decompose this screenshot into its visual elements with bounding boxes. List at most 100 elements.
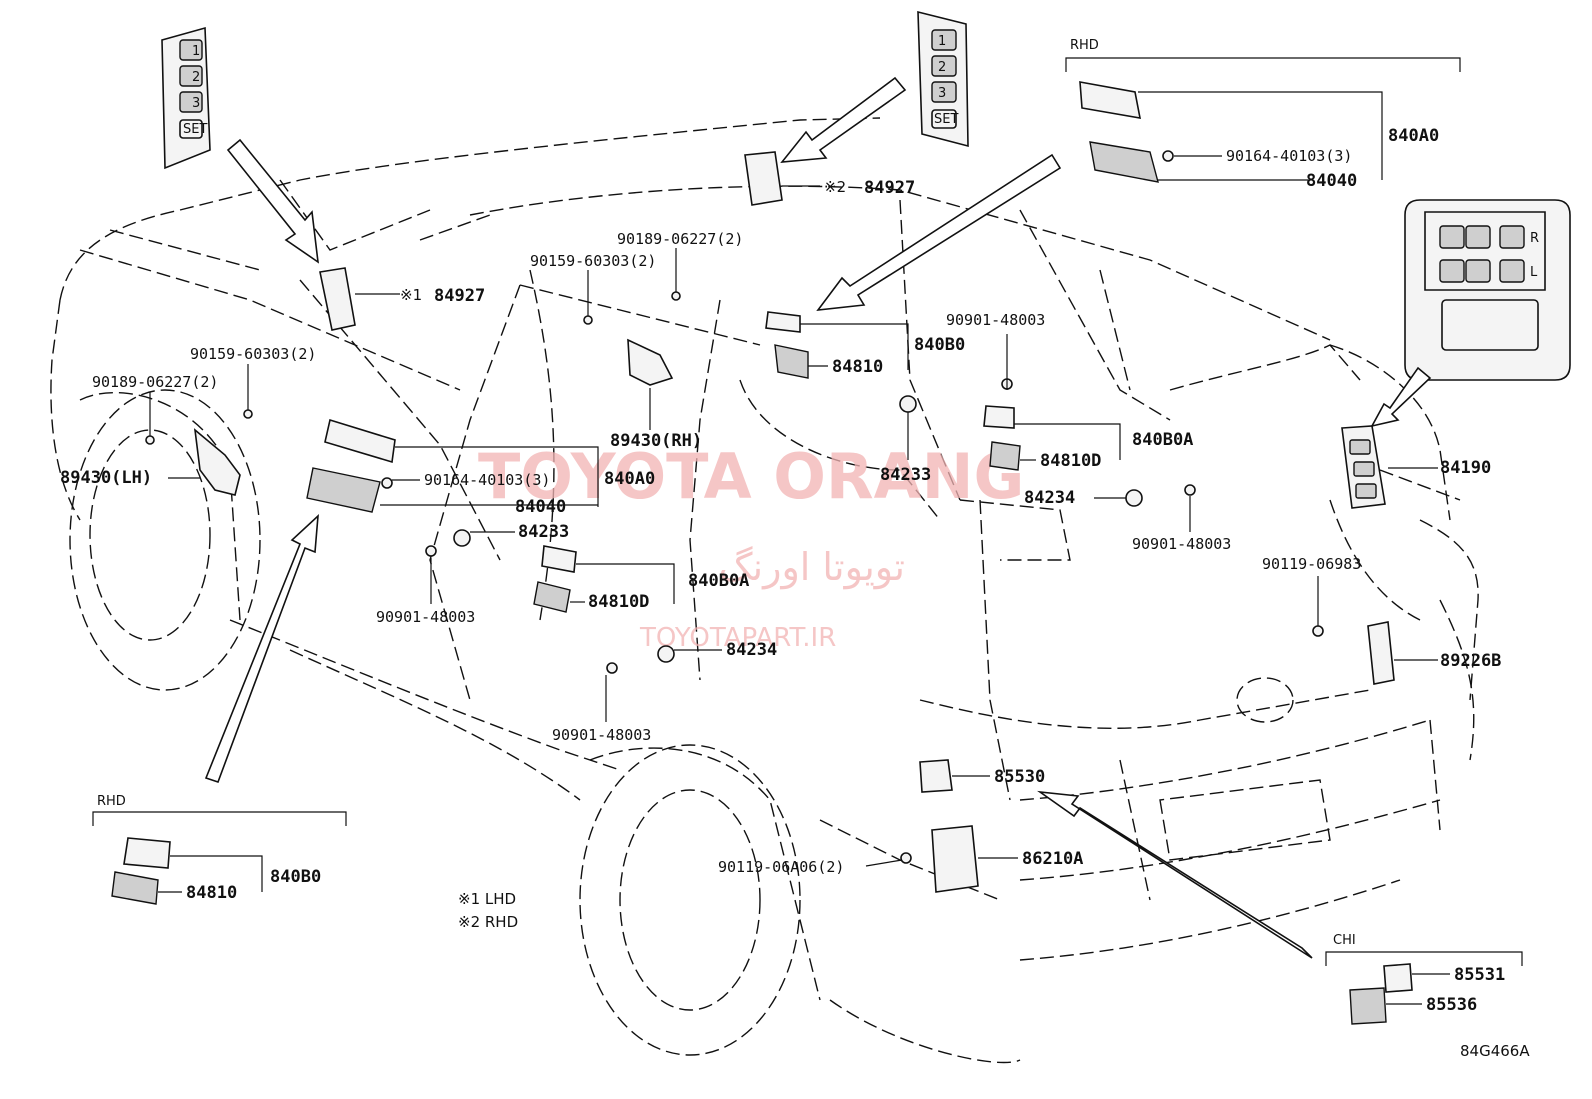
label-90189-06227-lh: 90189-06227(2) — [92, 373, 218, 391]
label-840a0-main: 840A0 — [604, 469, 655, 489]
part-85530-shape — [919, 759, 953, 793]
legend-note-2: ※2 RHD — [458, 913, 518, 931]
section-rhd-bottom: RHD — [97, 794, 126, 809]
inset-r-label: R — [1530, 231, 1539, 246]
label-85531: 85531 — [1454, 965, 1505, 985]
part-84040-main-shape — [306, 467, 381, 513]
leader-lines — [92, 57, 1523, 1005]
part-84927-lhd-shape — [319, 267, 356, 331]
part-85536-shape — [1349, 987, 1387, 1025]
part-84234-right-shape — [1125, 489, 1143, 507]
screw-90901-a-shape — [425, 545, 437, 557]
label-85530: 85530 — [994, 767, 1045, 787]
part-84927-rhd-shape — [744, 151, 783, 206]
watermark-persian: تویوتا اورنگ — [719, 545, 906, 590]
inset-l-label: L — [1530, 265, 1538, 280]
label-90164-40103-rhd: 90164-40103(3) — [1226, 147, 1352, 165]
label-90189-06227-rh: 90189-06227(2) — [617, 230, 743, 248]
part-84234-left-shape — [657, 645, 675, 663]
part-89226b-shape — [1367, 621, 1395, 685]
label-90901-48003-c: 90901-48003 — [946, 311, 1045, 329]
screw-90159-lh-shape — [243, 409, 253, 419]
label-840b0-top: 840B0 — [914, 335, 965, 355]
part-840a0-rhd-shape — [1079, 81, 1142, 119]
screw-90119-06983-shape — [1312, 625, 1324, 637]
screw-90189-rh-shape — [671, 291, 681, 301]
screw-90159-rh-shape — [583, 315, 593, 325]
part-84233-left-shape — [453, 529, 471, 547]
label-84810d-left: 84810D — [588, 592, 649, 612]
label-840b0a-left: 840B0A — [688, 571, 749, 591]
screw-90901-d-shape — [1184, 484, 1196, 496]
part-84810-top-shape — [774, 344, 809, 379]
part-84040-rhd-shape — [1089, 141, 1159, 183]
memory-switch-panel-right: 1 2 3 SET — [917, 10, 969, 148]
label-84810-top: 84810 — [832, 357, 883, 377]
pointer-arrows — [204, 76, 1432, 959]
diagram-code: 84G466A — [1460, 1042, 1530, 1060]
switch-3-label: 3 — [192, 96, 200, 111]
section-rhd-top: RHD — [1070, 38, 1099, 53]
switch-r1-label: 1 — [938, 34, 946, 49]
label-89430-lh: 89430(LH) — [60, 468, 152, 488]
legend-note-1: ※1 LHD — [458, 890, 516, 908]
switch-2-label: 2 — [192, 70, 200, 85]
watermark: TOYOTA ORANG تویوتا اورنگ TOYOTAPART.IR — [478, 440, 1024, 653]
screw-90164-rhd-shape — [1162, 150, 1174, 162]
part-84810-rhd-shape — [111, 871, 159, 905]
seat-switch-inset: R L — [1404, 199, 1571, 381]
part-89430-lh-shape — [193, 428, 241, 496]
part-89430-rh-shape — [627, 338, 674, 386]
label-84234-left: 84234 — [726, 640, 777, 660]
switch-rset-label: SET — [934, 112, 958, 127]
label-90901-48003-d: 90901-48003 — [1132, 535, 1231, 553]
label-84190: 84190 — [1440, 458, 1491, 478]
watermark-brand: TOYOTA ORANG — [478, 440, 1024, 513]
part-labels: RHD RHD CHI ※1 84927 ※2 84927 90189-0622… — [60, 38, 1530, 1060]
label-90901-48003-b: 90901-48003 — [552, 726, 651, 744]
part-85531-shape — [1383, 963, 1413, 993]
label-84040-main: 84040 — [515, 497, 566, 517]
label-86210a: 86210A — [1022, 849, 1083, 869]
label-84234-right: 84234 — [1024, 488, 1075, 508]
switch-r2-label: 2 — [938, 60, 946, 75]
memory-switch-panel-left: 1 2 3 SET — [161, 26, 211, 170]
label-840b0-rhd: 840B0 — [270, 867, 321, 887]
section-chi: CHI — [1333, 933, 1356, 948]
label-90164-40103-main: 90164-40103(3) — [424, 471, 550, 489]
part-840b0-top-shape — [765, 311, 801, 333]
label-89226b: 89226B — [1440, 651, 1501, 671]
part-840b0-rhd-shape — [123, 837, 171, 869]
label-84927-rhd: 84927 — [864, 178, 915, 198]
part-84233-right-shape — [899, 395, 917, 413]
label-90119-06983: 90119-06983 — [1262, 555, 1361, 573]
label-84233-right: 84233 — [880, 465, 931, 485]
part-shapes — [111, 81, 1413, 1025]
part-840b0a-right-shape — [983, 405, 1015, 429]
part-84810d-right-shape — [989, 441, 1021, 471]
switch-r3-label: 3 — [938, 86, 946, 101]
part-86210a-shape — [931, 825, 979, 893]
label-84810d-right: 84810D — [1040, 451, 1101, 471]
screw-90164-main-shape — [381, 477, 393, 489]
label-84927-lhd: 84927 — [434, 286, 485, 306]
car-body-outline — [50, 117, 1479, 1064]
part-84810d-left-shape — [533, 581, 571, 613]
mark-1: ※1 — [400, 286, 422, 304]
switch-set-label: SET — [183, 122, 207, 137]
label-90901-48003-a: 90901-48003 — [376, 608, 475, 626]
screw-90901-b-shape — [606, 662, 618, 674]
label-90119-06a06: 90119-06A06(2) — [718, 858, 844, 876]
label-840a0-rhd: 840A0 — [1388, 126, 1439, 146]
mark-2: ※2 — [824, 178, 846, 196]
part-840a0-main-shape — [324, 418, 396, 464]
label-89430-rh: 89430(RH) — [610, 431, 702, 451]
label-85536: 85536 — [1426, 995, 1477, 1015]
switch-1-label: 1 — [192, 44, 200, 59]
label-840b0a-right: 840B0A — [1132, 430, 1193, 450]
screw-90119-06a06-shape — [900, 852, 912, 864]
label-84040-rhd: 84040 — [1306, 171, 1357, 191]
label-84233-left: 84233 — [518, 522, 569, 542]
label-90159-60303-rh: 90159-60303(2) — [530, 252, 656, 270]
